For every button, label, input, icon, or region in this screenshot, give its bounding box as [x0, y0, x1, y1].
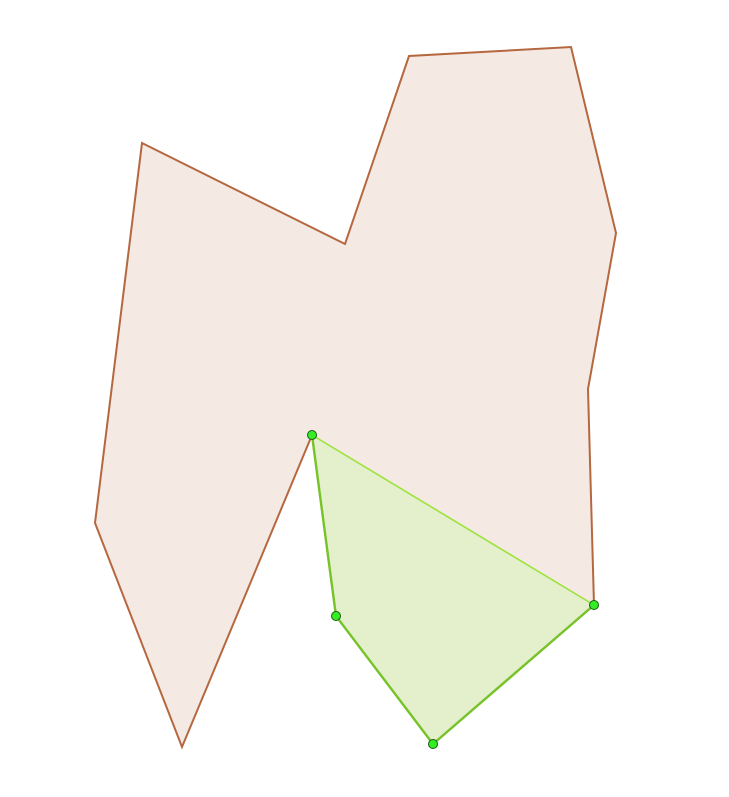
vertex-point-left[interactable] [331, 611, 341, 621]
inner-edge-right [432, 604, 595, 745]
vertex-point-top[interactable] [307, 430, 317, 440]
vertex-point-right[interactable] [589, 600, 599, 610]
inner-edge-top [311, 434, 595, 606]
vertex-point-bottom[interactable] [428, 739, 438, 749]
inner-polygon [312, 435, 594, 744]
inner-edge-bottom-left [335, 615, 434, 745]
inner-edge-left [310, 434, 338, 617]
